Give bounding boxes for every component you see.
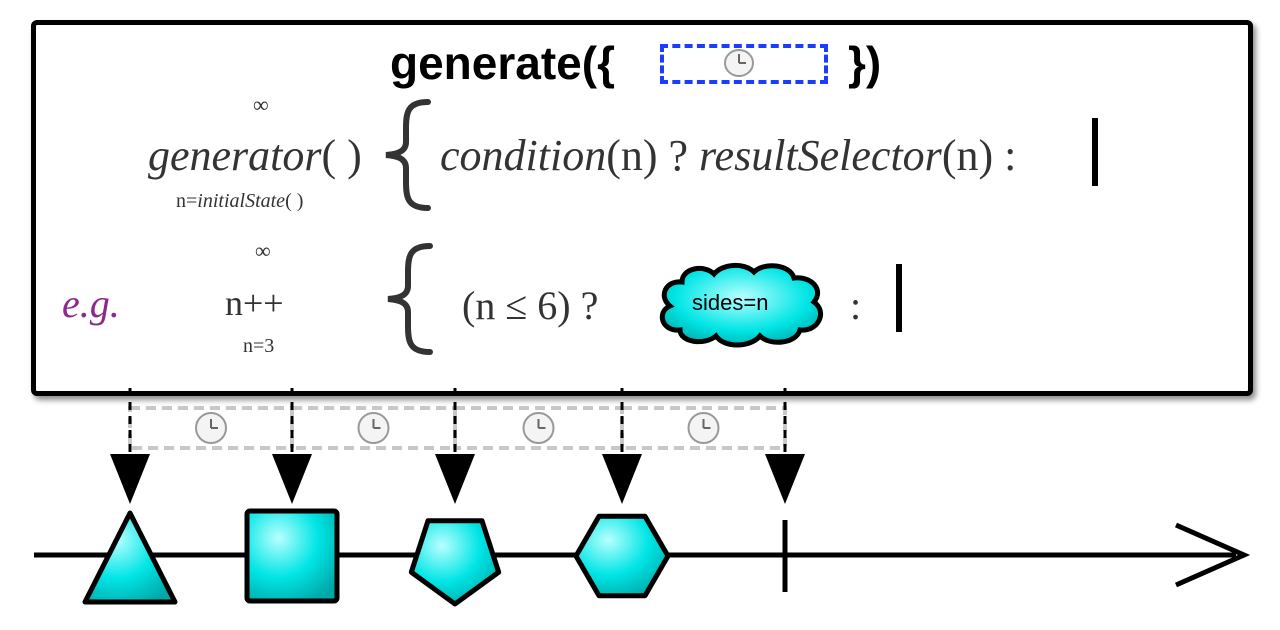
example-cloud	[659, 263, 823, 348]
example-label: e.g.	[62, 281, 120, 326]
result-selector-name: resultSelector	[699, 131, 942, 180]
operator-title: generate({	[390, 36, 615, 90]
operator-box	[31, 20, 1253, 396]
pentagon-marble	[408, 518, 502, 607]
emission-arrowhead	[765, 454, 805, 504]
condition-arg: (n) ?	[606, 131, 689, 180]
emission-arrowhead	[602, 454, 642, 504]
title-clock-box	[660, 44, 828, 84]
square-marble	[244, 508, 340, 604]
result-selector-arg: (n) :	[941, 131, 1017, 180]
subscript-function: initialState	[197, 190, 286, 212]
hexagon-marble	[573, 513, 671, 599]
emission-arrowhead	[272, 454, 312, 504]
delay-box	[620, 406, 787, 450]
generator-function: generator( )	[148, 130, 362, 181]
generator-name: generator	[148, 131, 322, 180]
example-brace	[387, 243, 433, 355]
title-suffix: })	[848, 37, 882, 89]
timeline	[34, 388, 1251, 607]
signature-complete-bar	[1092, 118, 1098, 186]
condition-name: condition	[440, 131, 607, 180]
example-complete-bar	[896, 264, 902, 332]
example-superscript: ∞	[255, 238, 271, 263]
generator-parens: ( )	[321, 131, 362, 180]
delay-box	[453, 406, 624, 450]
emission-arrowhead	[435, 454, 475, 504]
title-prefix: generate({	[390, 37, 615, 89]
emission-arrowhead	[110, 454, 150, 504]
example-colon: :	[850, 283, 862, 328]
cloud-label: sides=n	[692, 290, 769, 315]
triangle-marble	[82, 510, 178, 605]
subscript-parens: ( )	[285, 190, 304, 212]
generator-subscript: n=initialState( )	[176, 190, 303, 213]
operator-title-suffix: })	[848, 36, 881, 90]
example-condition: (n ≤ 6) ?	[462, 283, 599, 328]
signature-brace	[385, 99, 431, 211]
example-iterator: n++	[225, 283, 284, 323]
signature-body: condition(n) ? resultSelector(n) :	[440, 130, 1016, 181]
time-axis-arrowhead	[1174, 522, 1251, 588]
subscript-prefix: n=	[176, 190, 198, 212]
generator-superscript: ∞	[253, 92, 269, 117]
example-initial: n=3	[243, 335, 275, 357]
clock-icon	[722, 48, 756, 82]
